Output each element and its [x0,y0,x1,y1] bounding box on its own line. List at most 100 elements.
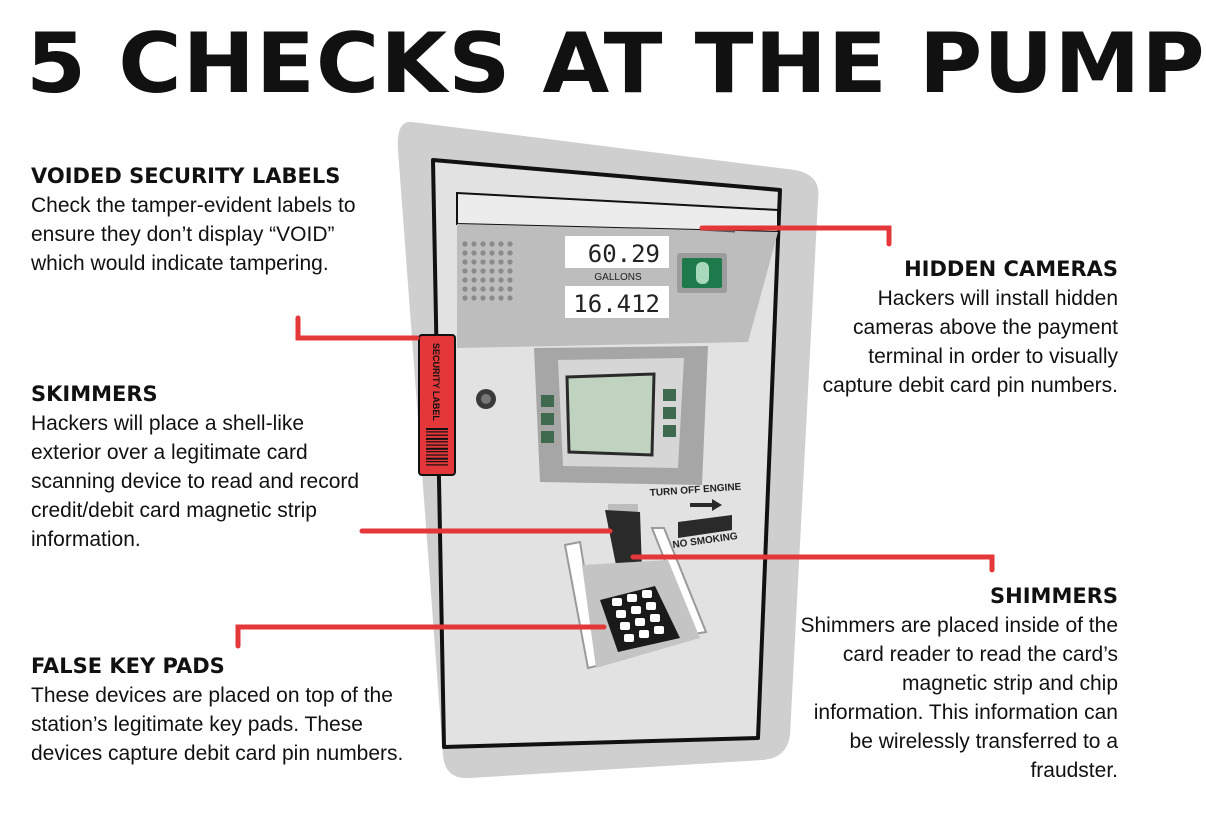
callout-false-key-pads: FALSE KEY PADS These devices are placed … [31,653,416,768]
keypad-key [654,626,664,634]
green-button-light [696,262,709,284]
barcode-bar [426,464,448,466]
keypad-key [631,606,641,614]
speaker-dot [507,286,513,292]
barcode-bar [426,447,448,450]
screen [565,372,656,457]
callout-hidden-cameras: HIDDEN CAMERAS Hackers will install hidd… [800,256,1118,400]
keypad-key [635,618,645,626]
keypad-key [642,590,652,598]
barcode-bar [426,434,448,436]
speaker-dot [507,241,513,247]
voided-leader-line [295,315,420,341]
speaker-dot [507,277,513,283]
gas-pump-illustration: 60.29 GALLONS 16.412 SECURITY LABEL TURN… [235,121,995,779]
keypad-key [646,602,656,610]
speaker-dot [507,268,513,274]
display-bottom-box [565,286,669,318]
screen-side-button [663,425,676,437]
speaker-dot [471,250,477,256]
speaker-dot [462,286,468,292]
screen-side-button [663,407,676,419]
speaker-dot [462,250,468,256]
callout-body: Hackers will install hidden cameras abov… [822,287,1118,397]
callout-body: These devices are placed on top of the s… [31,684,404,765]
callout-body: Check the tamper-evident labels to ensur… [31,194,356,275]
callout-heading: VOIDED SECURITY LABELS [31,164,341,188]
keypad-key [627,594,637,602]
speaker-dot [498,250,504,256]
keypad-key [624,634,634,642]
barcode-bar [426,451,448,453]
callout-body: Shimmers are placed inside of the card r… [800,614,1119,782]
no-smoking-card-icon [678,515,732,538]
keypad-keys [612,590,664,642]
screen-side-button [541,395,554,407]
speaker-dot [489,286,495,292]
speaker-dot [471,286,477,292]
display-top-value: 60.29 [588,240,660,268]
speaker-grille [462,241,513,301]
speaker-dot [489,250,495,256]
speaker-dot [462,259,468,265]
speaker-dot [507,295,513,301]
display-top-box [565,236,669,268]
speaker-dot [489,259,495,265]
speaker-dot [480,286,486,292]
shimmers-leader-line [630,554,995,573]
arrow-icon [690,499,722,511]
security-label-sticker [418,334,456,476]
display-unit-label: GALLONS [594,272,642,283]
infographic: 60.29 GALLONS 16.412 SECURITY LABEL TURN… [26,15,1205,785]
speaker-dot [498,286,504,292]
speaker-dot [507,259,513,265]
speaker-dot [498,259,504,265]
speaker-dot [498,268,504,274]
keypad-key [620,622,630,630]
security-label-text: SECURITY LABEL [431,343,441,421]
speaker-dot [489,277,495,283]
callout-heading: SHIMMERS [990,584,1118,608]
callout-skimmers: SKIMMERS Hackers will place a shell-like… [31,381,371,554]
keypad-key [612,598,622,606]
callout-heading: FALSE KEY PADS [31,654,225,678]
screen-side-button [541,431,554,443]
speaker-dot [498,295,504,301]
speaker-dot [471,259,477,265]
speaker-dot [480,250,486,256]
speaker-dot [462,295,468,301]
barcode-bar [426,428,448,430]
speaker-dot [471,295,477,301]
callout-heading: SKIMMERS [31,382,158,406]
speaker-dot [507,250,513,256]
speaker-dot [489,268,495,274]
speaker-dot [480,295,486,301]
speaker-dot [498,241,504,247]
barcode-bar [426,441,448,443]
keypad-key [639,630,649,638]
display-bottom-value: 16.412 [573,290,660,318]
speaker-dot [471,268,477,274]
speaker-dot [471,241,477,247]
callout-shimmers: SHIMMERS Shimmers are placed inside of t… [790,583,1119,785]
speaker-dot [480,277,486,283]
keypads-leader-line [235,624,607,649]
barcode-bar [426,461,448,463]
callout-body: Hackers will place a shell-like exterior… [31,412,360,551]
security-label-barcode [426,428,448,466]
keypad-key [650,614,660,622]
barcode-bar [426,437,448,440]
keypad-key [616,610,626,618]
speaker-dot [480,241,486,247]
barcode-bar [426,457,448,460]
speaker-dot [489,241,495,247]
speaker-dot [462,277,468,283]
speaker-dot [471,277,477,283]
speaker-dot [462,241,468,247]
callout-voided-security-labels: VOIDED SECURITY LABELS Check the tamper-… [31,163,391,278]
speaker-dot [480,259,486,265]
speaker-dot [498,277,504,283]
barcode-bar [426,454,448,456]
screen-side-buttons [541,389,676,443]
callout-heading: HIDDEN CAMERAS [904,257,1118,281]
